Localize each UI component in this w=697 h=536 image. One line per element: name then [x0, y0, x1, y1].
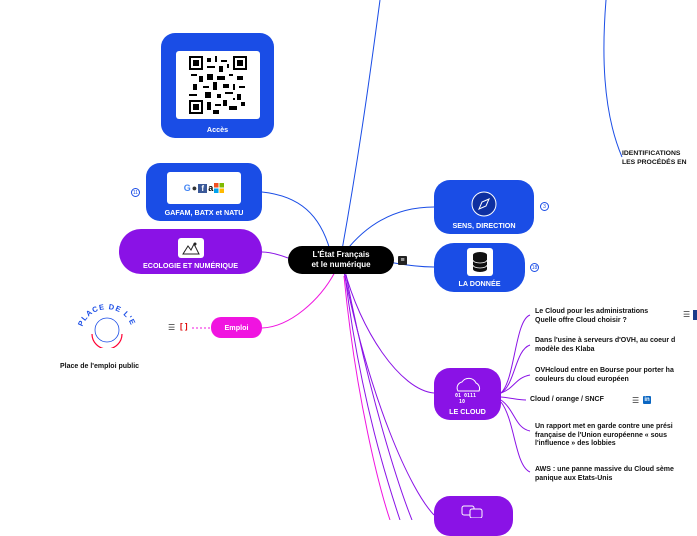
link-cloud [343, 267, 435, 394]
svg-text:10: 10 [459, 399, 465, 405]
database-icon [466, 248, 493, 276]
cloud-item-4[interactable]: Cloud / orange / SNCF [530, 396, 604, 403]
link-identifications [603, 0, 623, 158]
central-title-line2: et le numérique [311, 260, 371, 269]
linkedin-icon[interactable]: in [643, 396, 651, 404]
identifications-node[interactable]: IDENTIFICATIONS LES PROCÉDÉS EN [622, 150, 687, 166]
donnee-badge[interactable]: 18 [530, 263, 539, 272]
sens-badge[interactable]: 3 [540, 202, 549, 211]
ecology-icon [177, 238, 204, 258]
sens-label: SENS, DIRECTION [452, 221, 516, 230]
cloud-node[interactable]: 01 0111 10 LE CLOUD [434, 368, 501, 420]
svg-text:01 0111: 01 0111 [455, 393, 476, 399]
qr-code-icon [175, 51, 260, 119]
central-node[interactable]: L'État Français et le numérique [288, 246, 394, 274]
mind-map-connectors [192, 0, 623, 520]
emploi-label: Emploi [224, 323, 249, 332]
gafam-badge[interactable]: 11 [131, 188, 140, 197]
gafam-node[interactable]: G ● f a GAFAM, BATX et NATU [146, 163, 262, 221]
bottom-node[interactable] [434, 496, 513, 536]
ecologie-label: ECOLOGIE ET NUMÉRIQUE [142, 261, 239, 270]
donnee-label: LA DONNÉE [458, 279, 501, 288]
link-ecologie [261, 251, 289, 259]
cloud-item-2[interactable]: Dans l'usine à serveurs d'OVH, au coeur … [535, 337, 676, 353]
cloud-item-1-thumb-icon [693, 310, 697, 320]
cloud-label: LE CLOUD [449, 407, 486, 416]
link-emploi [261, 271, 336, 329]
place-emploi-logo-text: PLACE DE L'EMPLOI PUBLIC [70, 281, 136, 328]
cloud-item-6[interactable]: AWS : une panne massive du Cloud sème pa… [535, 466, 674, 482]
gafam-label: GAFAM, BATX et NATU [164, 208, 244, 217]
svg-text:PLACE DE L'EMPLOI PUBLIC: PLACE DE L'EMPLOI PUBLIC [74, 288, 138, 328]
sens-node[interactable]: SENS, DIRECTION [434, 180, 534, 234]
compass-icon [470, 190, 498, 218]
emploi-notes-icon[interactable]: ☰ [168, 323, 176, 332]
acces-label: Accès [206, 125, 229, 134]
cloud-item-4-notes-icon[interactable]: ☰ [632, 396, 640, 405]
central-notes-icon[interactable]: ≡ [398, 256, 407, 265]
ecologie-node[interactable]: ECOLOGIE ET NUMÉRIQUE [119, 229, 262, 274]
central-title-line1: L'État Français [312, 250, 370, 259]
acces-node[interactable]: Accès [161, 33, 274, 138]
chat-bubbles-icon [460, 504, 486, 523]
place-emploi-logo: PLACE DE L'EMPLOI PUBLIC [70, 281, 140, 350]
cloud-item-1-notes-icon[interactable]: ☰ [683, 310, 691, 319]
cloud-item-5[interactable]: Un rapport met en garde contre une prési… [535, 423, 673, 447]
link-top [341, 0, 381, 251]
donnee-node[interactable]: LA DONNÉE [434, 243, 525, 292]
link-sens [344, 206, 435, 253]
cloud-item-3[interactable]: OVHcloud entre en Bourse pour porter ha … [535, 367, 674, 383]
link-gafam [261, 191, 331, 251]
cloud-item-1[interactable]: Le Cloud pour les administrations Quelle… [535, 308, 649, 324]
place-emploi-caption: Place de l'emploi public [60, 363, 140, 370]
gafam-logos-icon: G ● f a [167, 172, 241, 204]
emploi-bracket-icon: [ ] [180, 322, 188, 331]
emploi-node[interactable]: Emploi [211, 317, 262, 338]
cloud-data-icon: 01 0111 10 [450, 375, 486, 405]
